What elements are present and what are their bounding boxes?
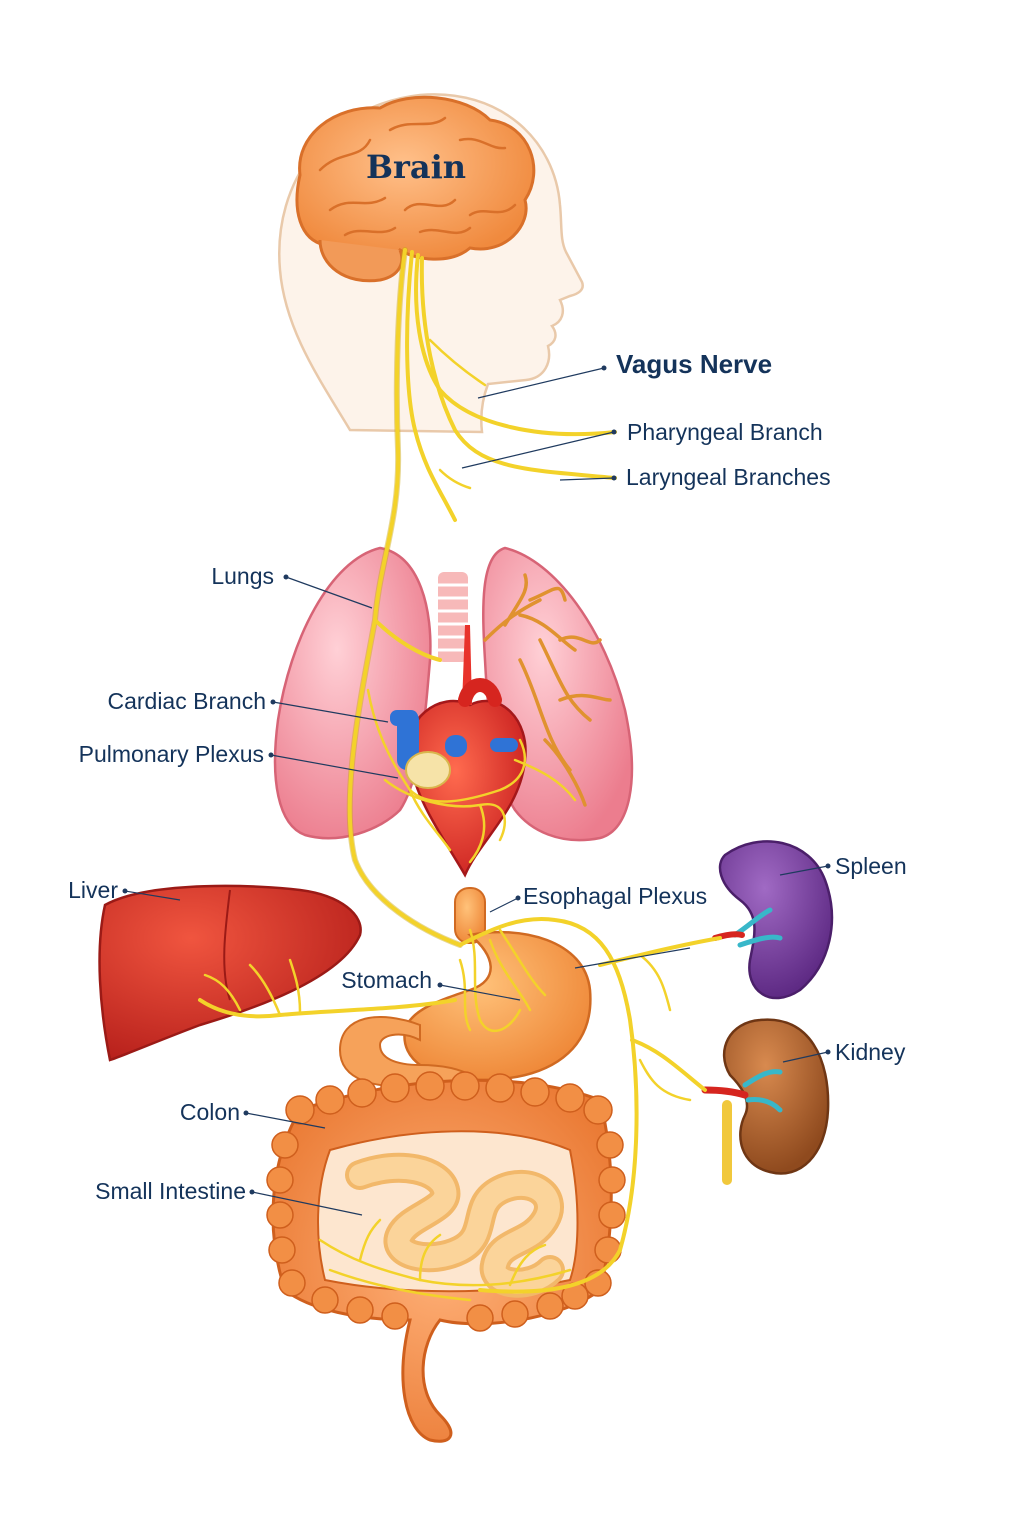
label-stomach: Stomach: [341, 947, 691, 1001]
label-small-intestine: Small Intestine: [95, 1178, 363, 1216]
pharyngeal-branch-label: Pharyngeal Branch: [627, 419, 823, 445]
cardiac-branch-label: Cardiac Branch: [107, 688, 266, 714]
brain: Brain: [295, 95, 536, 283]
spleen: [712, 840, 834, 1000]
pulmonary-plexus-label: Pulmonary Plexus: [79, 741, 264, 767]
label-pharyngeal-branch: Pharyngeal Branch: [461, 419, 823, 469]
label-spleen: Spleen: [779, 853, 907, 879]
label-pulmonary-plexus: Pulmonary Plexus: [79, 741, 399, 779]
brain-label: Brain: [366, 148, 466, 186]
esophagal-plexus-label: Esophagal Plexus: [523, 883, 707, 909]
label-colon: Colon: [180, 1099, 326, 1129]
small-intestine-label: Small Intestine: [95, 1178, 246, 1204]
vagus-nerve-label: Vagus Nerve: [616, 349, 772, 379]
trachea: [438, 572, 468, 662]
heart: [390, 625, 527, 878]
label-lungs: Lungs: [211, 563, 373, 609]
liver-label: Liver: [68, 877, 118, 903]
kidney: [701, 1018, 830, 1185]
colon-label: Colon: [180, 1099, 240, 1125]
label-cardiac-branch: Cardiac Branch: [107, 688, 389, 723]
label-liver: Liver: [68, 877, 181, 903]
stomach-label: Stomach: [341, 967, 432, 993]
laryngeal-branches-label: Laryngeal Branches: [626, 464, 831, 490]
spleen-label: Spleen: [835, 853, 907, 879]
liver: [98, 884, 362, 1062]
vagus-nerve-paths: [198, 247, 722, 1302]
left-lung: [273, 546, 432, 840]
label-esophagal-plexus: Esophagal Plexus: [489, 883, 707, 913]
lungs-label: Lungs: [211, 563, 274, 589]
label-kidney: Kidney: [782, 1039, 906, 1065]
label-vagus-nerve: Vagus Nerve: [477, 349, 772, 399]
label-laryngeal-branches: Laryngeal Branches: [559, 464, 831, 490]
small-intestine: [345, 1152, 565, 1298]
kidney-label: Kidney: [835, 1039, 906, 1065]
